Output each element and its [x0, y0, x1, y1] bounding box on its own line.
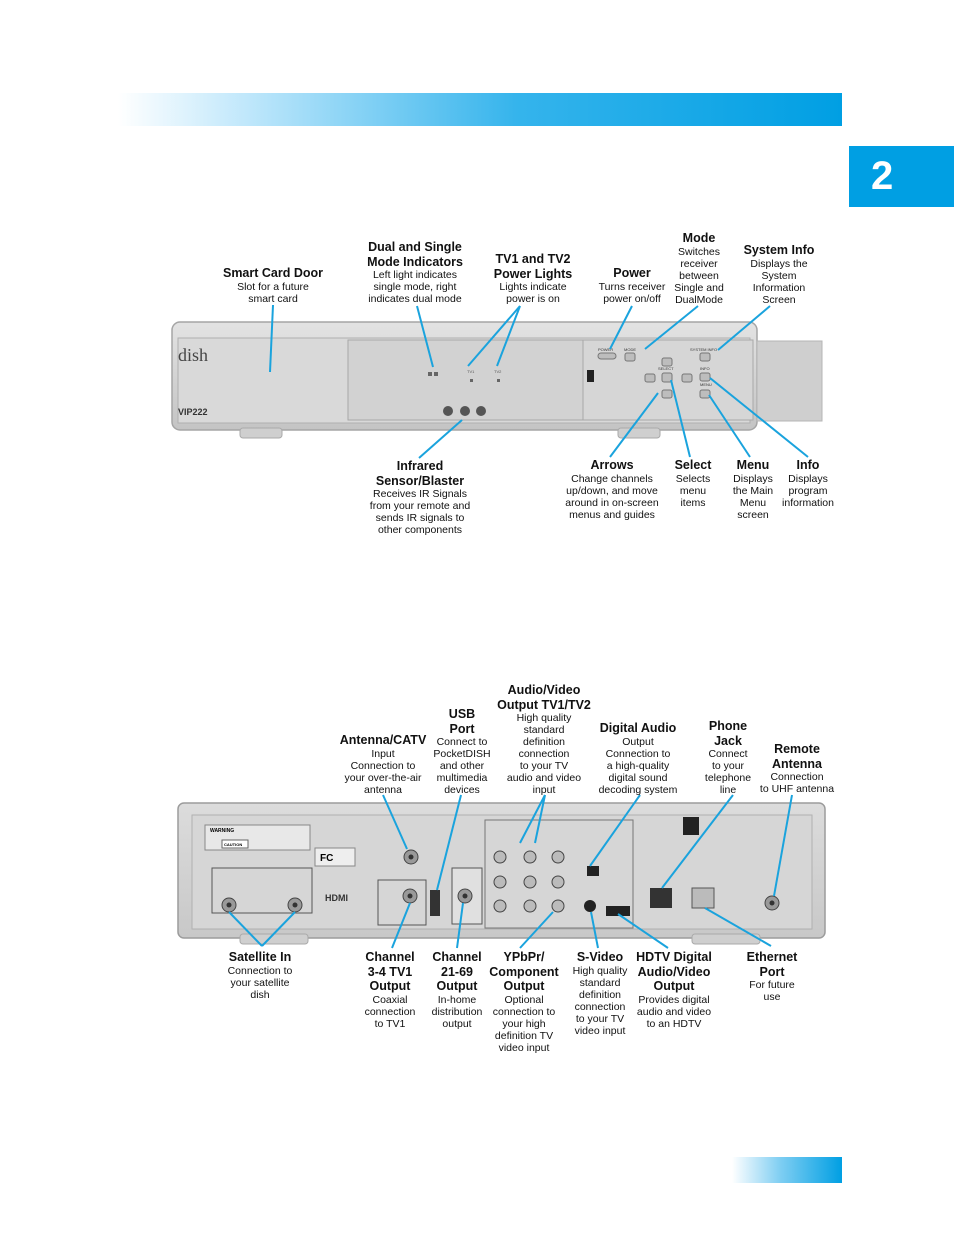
open-door-flap [756, 340, 823, 422]
select-button [661, 372, 673, 383]
power-button [597, 352, 617, 360]
callout-arrows: Arrows Change channels up/down, and move… [565, 458, 659, 521]
callout-antenna-catv: Antenna/CATV Input Connection to your ov… [339, 733, 427, 796]
svideo-port [584, 900, 596, 912]
callout-system-info: System Info Displays the System Informat… [743, 243, 815, 306]
callout-ethernet-port: Ethernet Port For future use [746, 950, 798, 1003]
callout-mode: Mode Switches receiver between Single an… [674, 231, 724, 306]
callout-svideo: S-Video High quality standard definition… [572, 950, 628, 1037]
chapter-tab: 2 [849, 146, 954, 207]
optical-port [587, 866, 599, 876]
dual-mode-light [434, 372, 438, 376]
callout-lines [228, 304, 809, 949]
dish-logo: dish [178, 345, 208, 365]
callout-info: Info Displays program information [782, 458, 834, 509]
callout-power: Power Turns receiver power on/off [598, 266, 666, 305]
arrow-right-button [681, 373, 693, 383]
callout-digital-audio: Digital Audio Output Connection to a hig… [598, 721, 678, 796]
arrow-down-button [661, 389, 673, 399]
callout-av-output: Audio/Video Output TV1/TV2 High quality … [497, 683, 591, 796]
callout-remote-antenna: Remote Antenna Connection to UHF antenna [759, 742, 835, 795]
usb-port [430, 890, 440, 916]
tv1-light [470, 379, 473, 382]
info-button [699, 372, 711, 382]
callout-tv-power-lights: TV1 and TV2 Power Lights Lights indicate… [493, 252, 573, 305]
callout-dual-single-indicators: Dual and Single Mode Indicators Left lig… [367, 240, 463, 305]
ir-sensor-3 [476, 406, 486, 416]
front-panel: dish VIP222 TV1 TV2 POWER MODE SYSTEM IN… [171, 321, 823, 439]
arrow-up-button [661, 357, 673, 367]
arrow-left-button [644, 373, 656, 383]
callout-usb-port: USB Port Connect to PocketDISH and other… [433, 707, 491, 796]
header-gradient-bar [118, 93, 842, 126]
callout-channel-3-4: Channel 3-4 TV1 Output Coaxial connectio… [364, 950, 416, 1030]
back-panel: WARNING CAUTION FC HDMI [177, 802, 826, 945]
footer-gradient-bar [732, 1157, 842, 1183]
svg-text:FC: FC [320, 853, 333, 864]
callout-phone-jack: Phone Jack Connect to your telephone lin… [704, 719, 752, 796]
mode-button [624, 352, 636, 362]
svg-text:POWER: POWER [598, 347, 613, 352]
callout-menu: Menu Displays the Main Menu screen [732, 458, 774, 521]
tv2-light [497, 379, 500, 382]
svg-text:TV2: TV2 [494, 369, 502, 374]
svg-text:SELECT: SELECT [658, 366, 674, 371]
callout-satellite-in: Satellite In Connection to your satellit… [227, 950, 293, 1001]
svg-text:WARNING: WARNING [210, 828, 234, 834]
svg-text:MENU: MENU [700, 382, 712, 387]
svg-text:CAUTION: CAUTION [224, 842, 242, 847]
ir-sensor-1 [443, 406, 453, 416]
svg-text:INFO: INFO [700, 366, 710, 371]
ethernet-port [691, 887, 715, 909]
callout-ypbpr: YPbPr/ Component Output Optional connect… [489, 950, 559, 1054]
svg-text:HDMI: HDMI [325, 893, 348, 903]
smart-card-slot [587, 370, 594, 382]
model-text: VIP222 [178, 407, 208, 417]
chapter-number: 2 [871, 154, 894, 198]
hdmi-port [606, 906, 630, 916]
svg-text:TV1: TV1 [467, 369, 475, 374]
callout-infrared: Infrared Sensor/Blaster Receives IR Sign… [369, 459, 471, 536]
single-mode-light [428, 372, 432, 376]
svg-text:MODE: MODE [624, 347, 636, 352]
callout-smart-card-door: Smart Card Door Slot for a future smart … [222, 266, 324, 305]
ir-sensor-2 [460, 406, 470, 416]
callout-channel-21-69: Channel 21-69 Output In-home distributio… [431, 950, 483, 1030]
svg-text:SYSTEM INFO: SYSTEM INFO [690, 347, 717, 352]
callout-select: Select Selects menu items [674, 458, 712, 509]
callout-hdtv: HDTV Digital Audio/Video Output Provides… [636, 950, 712, 1030]
menu-button [699, 389, 711, 399]
phone-jack-port [650, 888, 672, 908]
system-info-button [699, 352, 711, 362]
